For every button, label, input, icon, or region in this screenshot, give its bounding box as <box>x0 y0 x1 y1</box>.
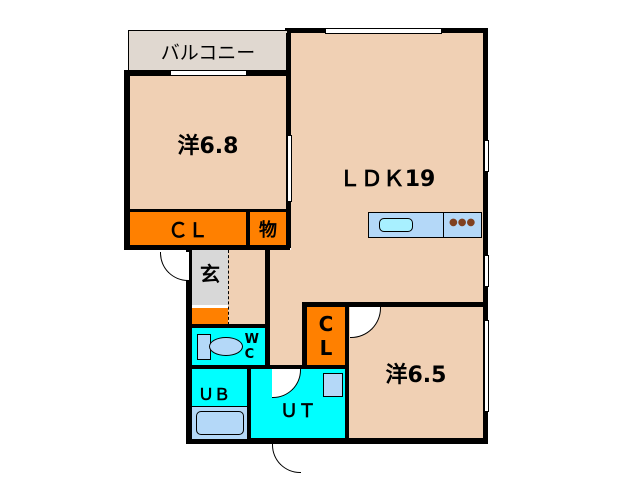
ut-label: ＵＴ <box>280 400 316 422</box>
kitchen-counter: ●●● <box>368 212 482 238</box>
closet-label-l: L <box>319 336 333 360</box>
window-right-2[interactable] <box>484 255 489 287</box>
entrance-label: 玄 <box>200 262 220 286</box>
closet-2: C L <box>307 307 345 365</box>
wc: W C <box>192 328 265 365</box>
room-label: 洋6.5 <box>385 362 447 388</box>
entrance: 玄 <box>192 250 228 305</box>
balcony-label: バルコニー <box>160 41 256 64</box>
storage-label: 物 <box>259 219 277 241</box>
window-right-1[interactable] <box>484 140 489 172</box>
wc-label-c: C <box>244 346 255 362</box>
ub-label: ＵＢ <box>198 385 231 404</box>
washbasin-icon <box>323 373 343 397</box>
sink-icon <box>379 218 413 232</box>
room-label: 洋6.8 <box>177 134 239 159</box>
balcony-window[interactable] <box>170 70 247 76</box>
room-ldk: ＬＤＫ19 <box>291 33 483 305</box>
closet-1: ＣＬ <box>130 212 246 245</box>
entrance-door[interactable] <box>160 252 189 281</box>
bathtub-icon <box>196 411 244 435</box>
storage: 物 <box>250 212 286 245</box>
room-western-6-8: 洋6.8 <box>130 76 286 212</box>
stove-icon: ●●● <box>449 217 476 228</box>
window-bedroom-1[interactable] <box>287 135 292 202</box>
closet-label-c: C <box>318 312 334 336</box>
window-top[interactable] <box>325 28 442 34</box>
balcony: バルコニー <box>128 30 288 72</box>
closet-label: ＣＬ <box>168 218 208 242</box>
room-label: ＬＤＫ19 <box>338 167 436 192</box>
window-right-3[interactable] <box>484 320 489 412</box>
bottom-door[interactable] <box>272 444 301 473</box>
wc-label-w: W <box>244 331 259 347</box>
unit-bath: ＵＢ <box>192 369 247 439</box>
